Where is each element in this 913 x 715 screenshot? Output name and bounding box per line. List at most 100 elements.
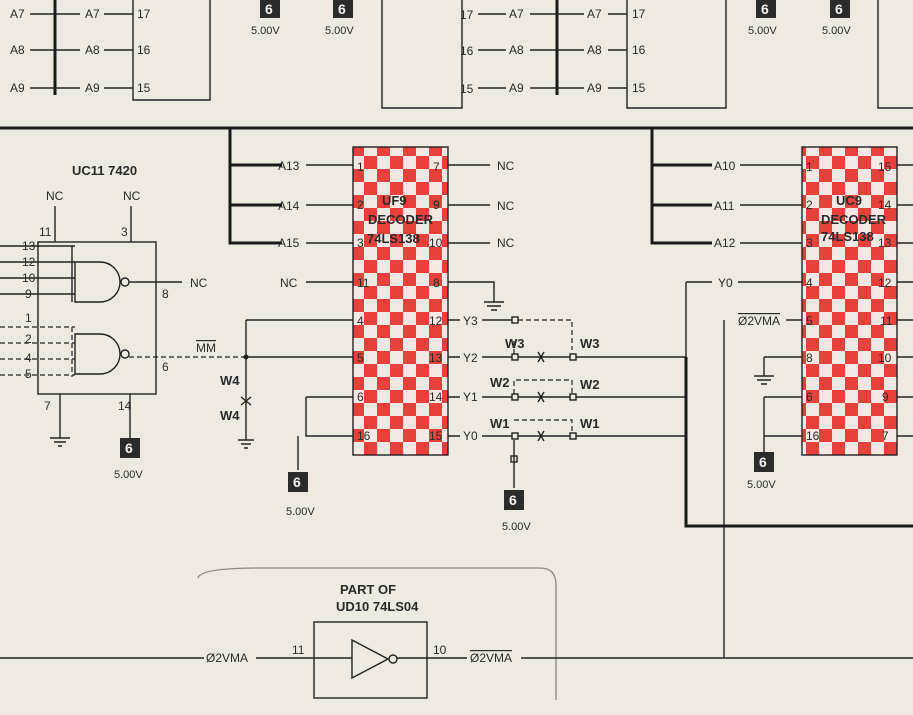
uc9-pin-1: 1 (806, 160, 813, 174)
uf9-in-nc: NC (280, 276, 298, 290)
uc9-in-clock: Ø2VMA (738, 314, 780, 328)
uc9-decoder: UC9 DECODER 74LS138 A10 A11 A12 Y0 Ø2VMA… (652, 146, 913, 526)
uf9-in-a13: A13 (278, 159, 300, 173)
top-left-a7: A7 (85, 7, 100, 21)
svg-text:6: 6 (761, 1, 769, 17)
top-mid-right-pin-16: 16 (632, 43, 646, 57)
top-mid-a9-left: A9 (509, 81, 524, 95)
w4-label-b: W4 (220, 408, 240, 423)
select-return-bus (684, 357, 913, 528)
uf9-pin-1: 1 (357, 160, 364, 174)
top-mid-lines (478, 13, 627, 89)
top-mid-a7-right: A7 (587, 7, 602, 21)
uf9-pin-6: 6 (357, 390, 364, 404)
uc9-pin-3: 3 (806, 236, 813, 250)
top-mid-ic-left (381, 0, 463, 109)
uc11-pin-4: 4 (25, 351, 32, 365)
uc11-voltage: 5.00V (114, 469, 143, 481)
uc11-pin-9: 9 (25, 287, 32, 301)
uc9-ground-icon (754, 356, 802, 385)
ud10-inverter-gate (351, 638, 390, 680)
top-mid-a7-left: A7 (509, 7, 524, 21)
uc9-pin-16: 16 (806, 429, 820, 443)
jumper-source-badge (504, 490, 524, 510)
uc11-pin-5: 5 (25, 367, 32, 381)
uc9-pin-10: 10 (878, 351, 892, 365)
ud10-out-label: Ø2VMA (470, 651, 512, 665)
uc9-in-a10: A10 (714, 159, 736, 173)
w1-label-left: W1 (490, 416, 510, 431)
uc9-package (801, 146, 898, 456)
w4-ground-icon (238, 439, 254, 449)
uc11-pin-7: 7 (44, 399, 51, 413)
uc9-pin-12: 12 (878, 276, 892, 290)
uc11-package (37, 241, 157, 395)
w3-label-left: W3 (505, 336, 525, 351)
uc9-pin-9: 9 (882, 390, 889, 404)
uc11-nc-a: NC (46, 189, 64, 203)
uc9-pin-14: 14 (878, 198, 892, 212)
uc9-pin-6: 6 (806, 390, 813, 404)
w4-jumper: W4 W4 (220, 320, 254, 449)
uf9-pin-12: 12 (429, 314, 443, 328)
jumper-voltage: 5.00V (502, 521, 531, 533)
uc9-in-a11: A11 (714, 199, 735, 213)
ud10-inverter: PART OF UD10 74LS04 11 10 Ø2VMA Ø2VMA (0, 567, 913, 700)
uc9-pin-5: 5 (806, 314, 813, 328)
uc9-name: UC9 (836, 193, 862, 208)
svg-text:6: 6 (265, 1, 273, 17)
uf9-pin-15: 15 (429, 429, 443, 443)
uf9-out-y0: Y0 (463, 429, 478, 443)
top-left-a9-outer: A9 (10, 81, 25, 95)
uf9-out-y2: Y2 (463, 351, 478, 365)
uc9-in-y0: Y0 (718, 276, 733, 290)
uc9-in-a12: A12 (714, 236, 736, 250)
uf9-out-nc-10: NC (497, 236, 515, 250)
top-left-a8-outer: A8 (10, 43, 25, 57)
uf9-pin-4: 4 (357, 314, 364, 328)
svg-text:6: 6 (338, 1, 346, 17)
uf9-out-nc-7: NC (497, 159, 515, 173)
top-right-source-badge-b: 6 5.00V (822, 0, 851, 37)
top-left-a8: A8 (85, 43, 100, 57)
uc9-part: 74LS138 (821, 229, 874, 244)
uf9-pin-5: 5 (357, 351, 364, 365)
uf9-decoder: UF9 DECODER 74LS138 A13 A14 A15 NC 1 2 3… (230, 146, 515, 518)
uf9-pin-9: 9 (433, 198, 440, 212)
uc9-type: DECODER (821, 212, 887, 227)
top-mid-pin-16: 16 (460, 44, 474, 58)
uc11-nand-gate-a (74, 261, 121, 303)
top-voltage-a: 5.00V (251, 25, 280, 37)
uc9-pin-15: 15 (878, 160, 892, 174)
uc11-pin-12: 12 (22, 255, 36, 269)
uf9-ground-icon (448, 281, 504, 311)
uf9-pin-3: 3 (357, 236, 364, 250)
uc11-pin-8: 8 (162, 287, 169, 301)
uc9-pin-7: 7 (882, 429, 889, 443)
uc11-7420: UC11 7420 NC NC 11 3 8 NC 13 12 10 9 6 M… (0, 163, 245, 481)
ud10-in-label: Ø2VMA (206, 651, 248, 665)
w3-label-right: W3 (580, 336, 600, 351)
ud10-pin-10: 10 (433, 643, 447, 657)
uc11-pin-3: 3 (121, 225, 128, 239)
uc9-pin-4: 4 (806, 276, 813, 290)
uf9-name: UF9 (382, 193, 407, 208)
svg-text:6: 6 (509, 492, 517, 508)
uf9-address-branch (228, 128, 282, 245)
uf9-pin-10: 10 (429, 236, 443, 250)
uc11-mm: MM (196, 341, 216, 355)
uc9-source-badge (754, 452, 774, 472)
w1-cut-icon (537, 430, 545, 442)
uf9-voltage: 5.00V (286, 506, 315, 518)
w4-cut-icon (240, 396, 252, 406)
uc11-pin-6: 6 (162, 360, 169, 374)
uc11-title: UC11 7420 (72, 163, 137, 178)
uf9-part: 74LS138 (367, 231, 420, 246)
uc9-pin-2: 2 (806, 198, 813, 212)
uc9-pin-11: 11 (880, 314, 893, 328)
top-left-pin-16: 16 (137, 43, 151, 57)
uc11-pin-1: 1 (25, 311, 32, 325)
top-strip: A7 A8 A9 A7 A8 A9 17 16 15 6 5.00V 6 5.0… (10, 0, 913, 109)
uf9-pin-2: 2 (357, 198, 364, 212)
